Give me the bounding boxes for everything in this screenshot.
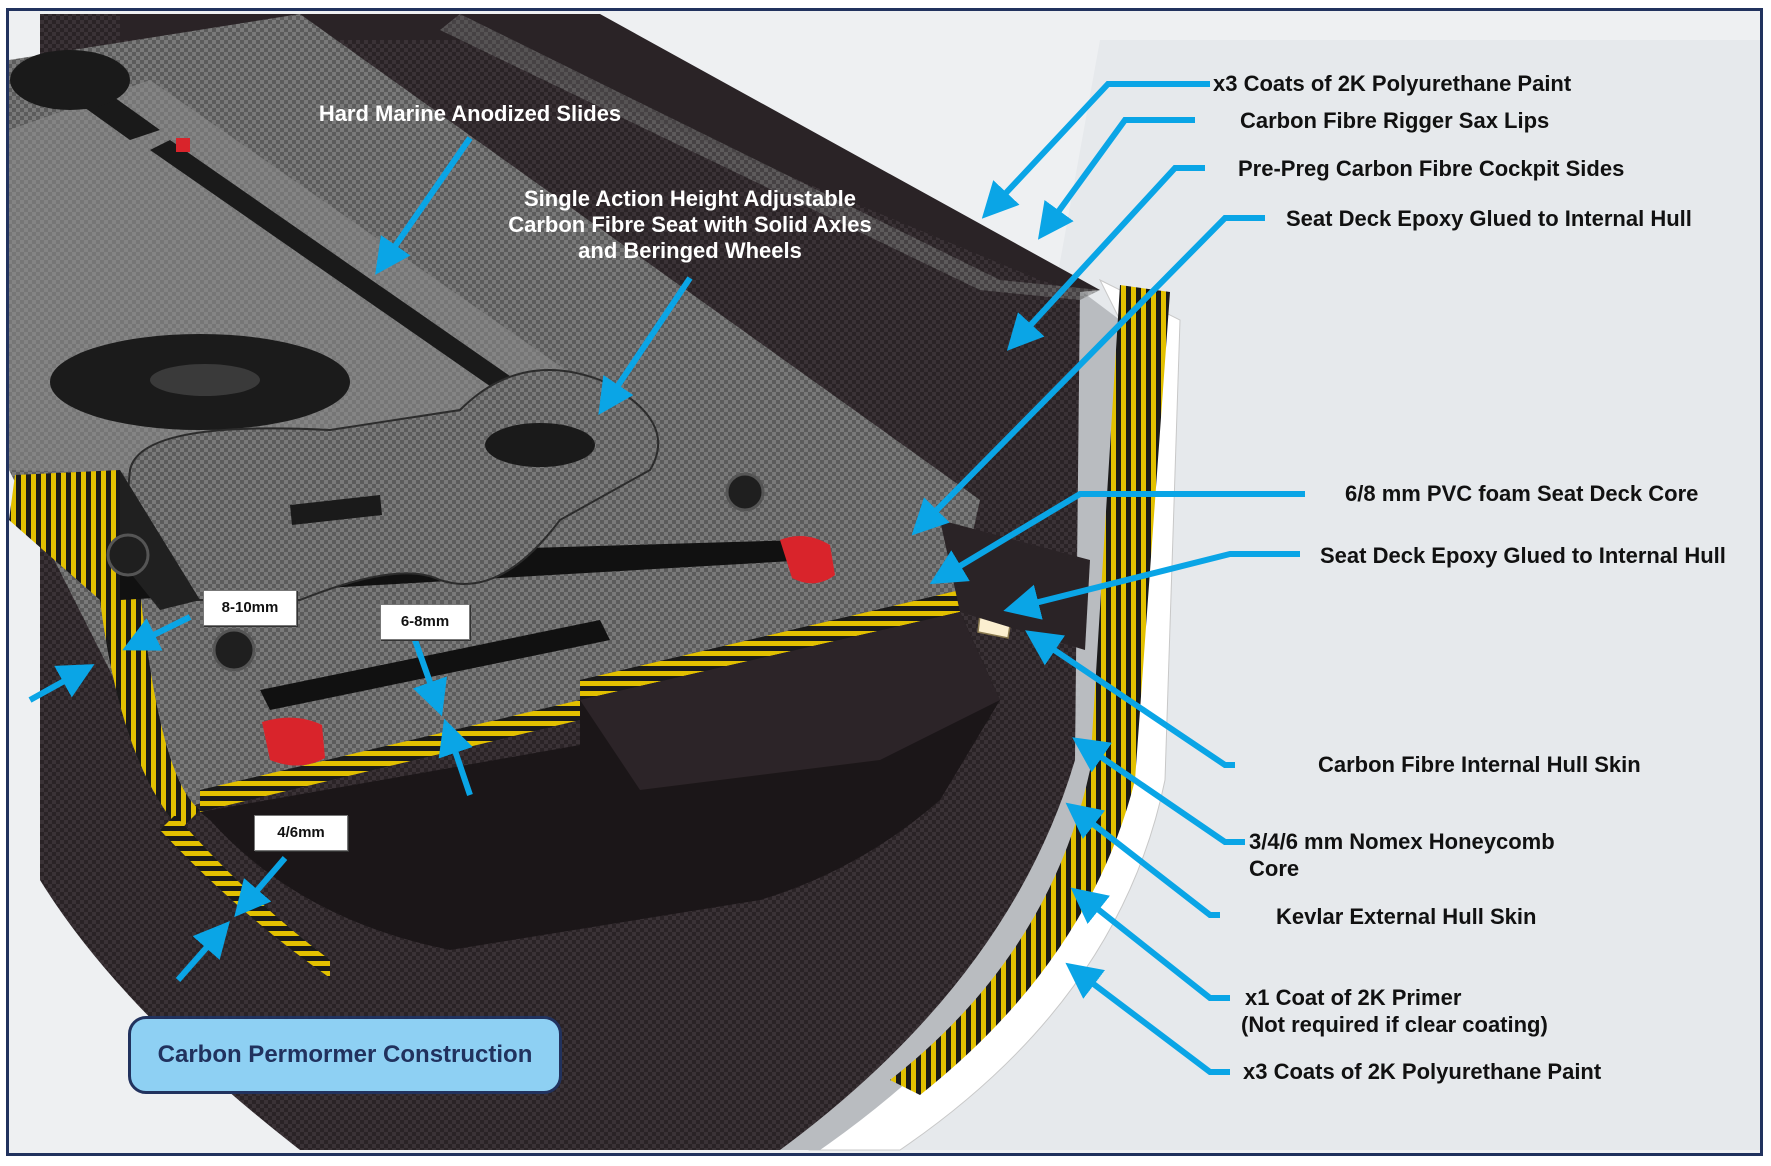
diagram-frame (6, 8, 1763, 1156)
dimension-deck-thickness: 6-8mm (380, 604, 470, 640)
label-anodized-slides: Hard Marine Anodized Slides (318, 101, 622, 126)
label-internal-hull-skin: Carbon Fibre Internal Hull Skin (1318, 752, 1641, 777)
dimension-bottom-thickness: 4/6mm (254, 815, 348, 851)
label-primer-line-2: (Not required if clear coating) (1241, 1012, 1548, 1037)
label-pvc-core: 6/8 mm PVC foam Seat Deck Core (1345, 481, 1699, 506)
label-seat-deck-bottom: Seat Deck Epoxy Glued to Internal Hull (1320, 543, 1726, 568)
diagram-title: Carbon Permormer Construction (128, 1016, 562, 1094)
label-cockpit-sides: Pre-Preg Carbon Fibre Cockpit Sides (1238, 156, 1625, 181)
label-nomex-line-1: 3/4/6 mm Nomex Honeycomb (1249, 829, 1555, 854)
label-kevlar-skin: Kevlar External Hull Skin (1276, 904, 1537, 929)
dimension-side-thickness: 8-10mm (203, 590, 297, 626)
label-nomex-line-2: Core (1249, 856, 1300, 881)
label-primer-line-1: x1 Coat of 2K Primer (1245, 985, 1462, 1010)
label-rigger-lips: Carbon Fibre Rigger Sax Lips (1240, 108, 1550, 133)
label-seat-line-2: Carbon Fibre Seat with Solid Axles (508, 212, 872, 237)
label-seat-line-3: and Beringed Wheels (578, 238, 802, 263)
label-seat-line-1: Single Action Height Adjustable (523, 186, 857, 211)
label-paint-top: x3 Coats of 2K Polyurethane Paint (1213, 71, 1572, 96)
label-seat-deck-top: Seat Deck Epoxy Glued to Internal Hull (1286, 206, 1692, 231)
label-paint-bottom: x3 Coats of 2K Polyurethane Paint (1243, 1059, 1602, 1084)
